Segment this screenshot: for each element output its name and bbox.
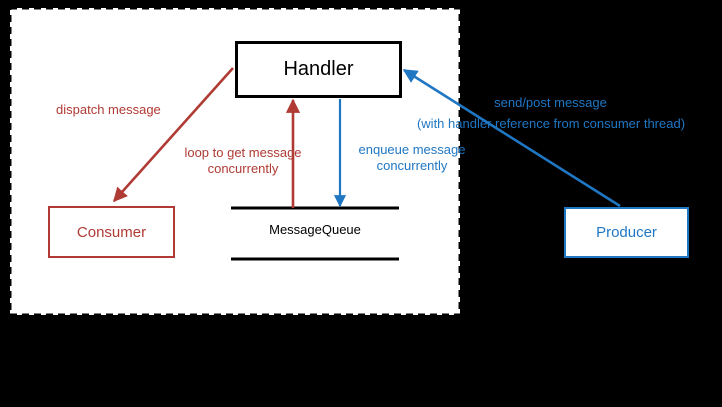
node-consumer[interactable]: Consumer [48,206,175,258]
edge-label-loop-line2: concurrently [207,161,279,176]
node-producer[interactable]: Producer [564,207,689,258]
edge-dispatch-message [113,67,234,203]
node-producer-label: Producer [596,224,657,241]
edge-label-enqueue-message: enqueue message concurrently [344,142,480,174]
edge-label-loop-get-message: loop to get message concurrently [164,145,322,177]
edge-label-loop-line1: loop to get message [184,145,302,160]
edge-label-send-post-message: send/post message [494,95,607,110]
node-consumer-label: Consumer [76,223,147,241]
edge-send-post-message [402,68,621,208]
edge-label-enqueue-line1: enqueue message [358,142,466,157]
node-message-queue-label: MessageQueue [269,222,361,237]
edge-label-enqueue-line2: concurrently [376,158,448,173]
edge-label-dispatch-message: dispatch message [56,102,161,117]
node-handler[interactable]: Handler [235,41,402,98]
node-handler-label: Handler [283,58,354,80]
edge-label-send-post-message-detail: (with handler reference from consumer th… [416,116,686,131]
